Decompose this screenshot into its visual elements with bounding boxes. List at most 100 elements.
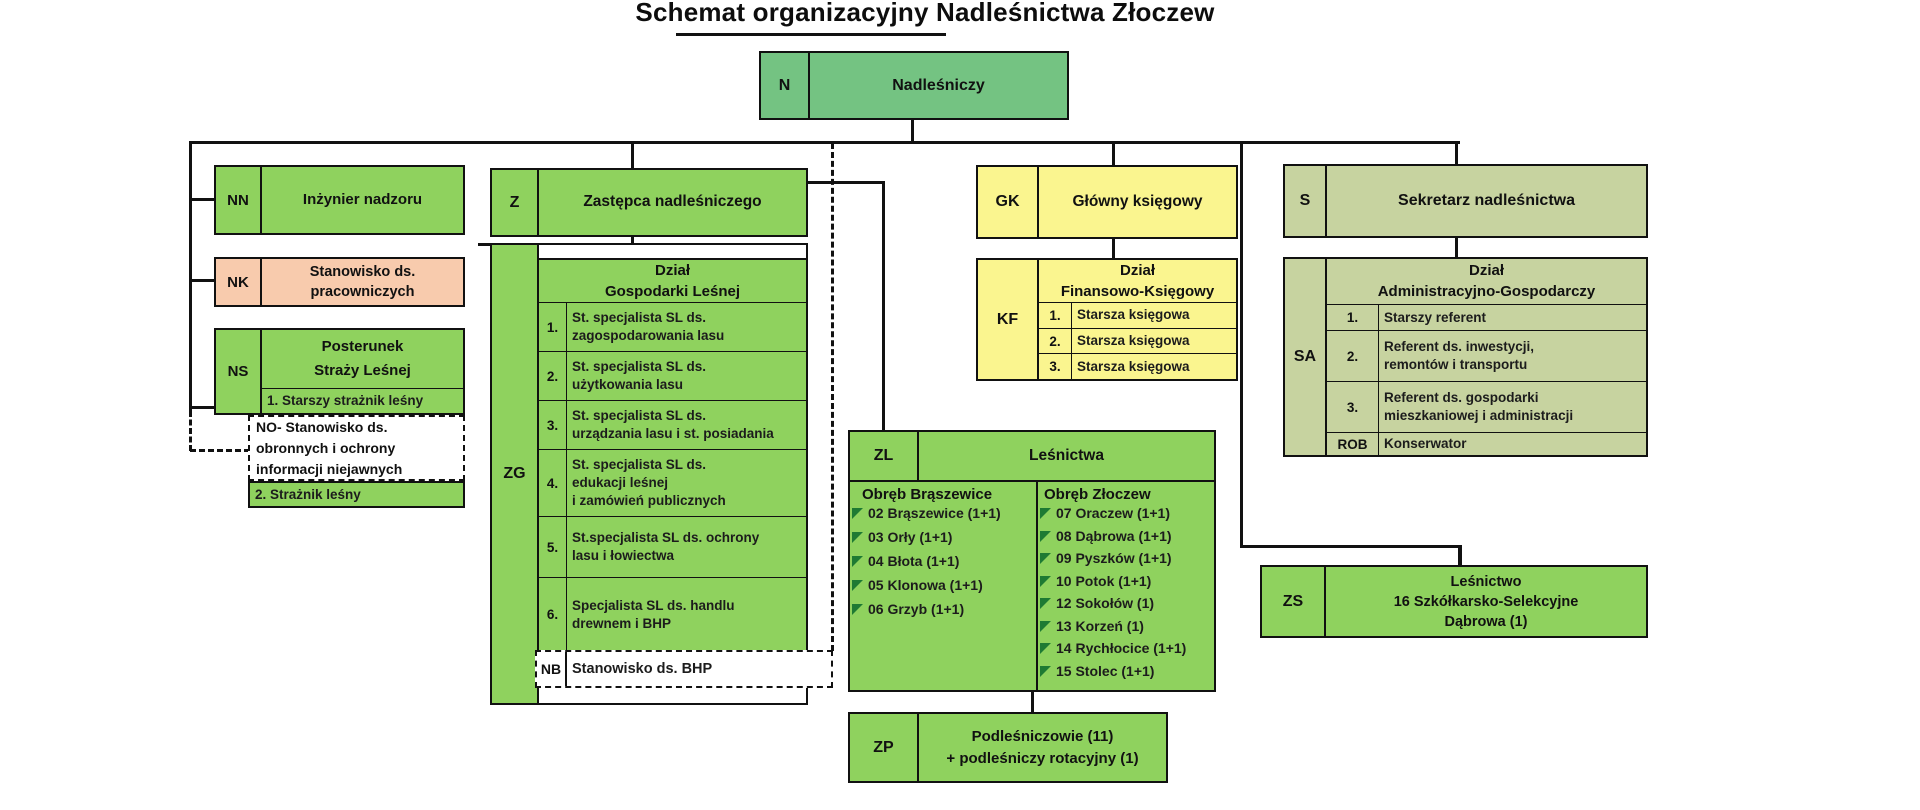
node-lesnictwo-szkolkarsko-selekcyjne: ZS Leśnictwo 16 Szkółkarsko-Selekcyjne D… xyxy=(1260,565,1648,638)
node-title: Sekretarz nadleśnictwa xyxy=(1398,192,1575,210)
connector-no-dashed-vertical xyxy=(189,411,192,451)
connector-nn-stub xyxy=(190,198,216,201)
connector-bhp-dashed-trunk xyxy=(831,143,834,651)
lesnictwo-item: 07 Oraczew (1+1) xyxy=(1038,505,1214,528)
row-text: St. specjalista SL ds.użytkowania lasu xyxy=(572,359,707,392)
node-no-stanowisko-obronne: NO- Stanowisko ds. obronnych i ochrony i… xyxy=(248,415,465,481)
node-stanowisko-pracownicze: NK Stanowisko ds. pracowniczych xyxy=(214,257,465,307)
row-text: Starsza księgowa xyxy=(1077,358,1190,374)
connector-s-sa xyxy=(1455,236,1458,258)
connector-zs-horizontal xyxy=(1240,545,1462,548)
node-glowny-ksiegowy: GK Główny księgowy xyxy=(976,165,1238,239)
lesnictwo-item: 09 Pyszków (1+1) xyxy=(1038,550,1214,573)
row-number: 3. xyxy=(1039,354,1072,380)
table-header-line: Administracyjno-Gospodarczy xyxy=(1377,283,1596,301)
node-code: N xyxy=(761,53,810,118)
flag-icon xyxy=(852,532,863,543)
row-text: Starsza księgowa xyxy=(1077,307,1190,323)
row-text: St. specjalista SL ds.urządzania lasu i … xyxy=(572,408,774,441)
flag-icon xyxy=(852,604,863,615)
table-header-line: Finansowo-Księgowy xyxy=(1060,283,1215,300)
node-code: NK xyxy=(216,259,262,305)
node-header-line: Posterunek xyxy=(321,338,404,355)
node-straznik-lesny-row: 2. Strażnik leśny xyxy=(248,481,465,508)
table-row: ROB Konserwator xyxy=(1327,432,1646,455)
connector-s-top xyxy=(1455,141,1458,165)
lesnictwo-item: 12 Sokołów (1) xyxy=(1038,595,1214,618)
node-title: Leśnictwa xyxy=(1029,446,1104,464)
row-number: 1. xyxy=(1039,303,1072,328)
node-title-line: obronnych i ochrony xyxy=(256,439,396,456)
connector-gk-top xyxy=(1112,141,1115,166)
obreb-braszewice-column: Obręb Brąszewice 02 Brąszewice (1+1) 03 … xyxy=(850,482,1036,690)
node-dzial-gospodarki-lesnej: ZG Dział Gospodarki Leśnej 1. St. specja… xyxy=(490,243,808,705)
flag-icon xyxy=(1040,620,1051,632)
lesnictwo-item: 04 Błota (1+1) xyxy=(850,553,1036,577)
connector-gk-kf xyxy=(1112,238,1115,259)
connector-ns-stub xyxy=(190,406,216,409)
row-text: Starszy referent xyxy=(1384,309,1487,325)
row-text: Konserwator xyxy=(1384,436,1467,451)
node-title-line: Dąbrowa (1) xyxy=(1444,613,1528,630)
node-title-line: NO- Stanowisko ds. xyxy=(256,418,388,435)
node-header-line: Straży Leśnej xyxy=(314,362,411,379)
node-code: ZL xyxy=(850,432,919,480)
lesnictwo-item: 08 Dąbrowa (1+1) xyxy=(1038,528,1214,551)
connector-zl-trunk xyxy=(882,181,885,431)
row-number: 2. xyxy=(539,352,567,400)
connector-zl-zp xyxy=(1031,690,1034,713)
node-lesnictwa: ZL Leśnictwa Obręb Brąszewice 02 Brąszew… xyxy=(848,430,1216,692)
flag-icon xyxy=(1040,530,1051,542)
row-text: St. specjalista SL ds.zagospodarowania l… xyxy=(572,310,725,343)
flag-icon xyxy=(852,556,863,567)
node-title: Podleśniczowie (11) + podleśniczy rotacy… xyxy=(919,714,1166,781)
table-row: 1. Starszy referent xyxy=(1327,303,1646,331)
table-header-line: Dział xyxy=(654,262,690,279)
row-number: 3. xyxy=(1327,382,1379,432)
node-title-line: pracowniczych xyxy=(310,284,415,300)
node-title-line: Podleśniczowie (11) xyxy=(971,727,1114,745)
connector-z-top xyxy=(631,141,634,169)
obreb-name: Obręb Brąszewice xyxy=(862,486,993,503)
node-code: S xyxy=(1285,166,1327,236)
lesnictwo-item: 05 Klonowa (1+1) xyxy=(850,577,1036,601)
node-inzynier-nadzoru: NN Inżynier nadzoru xyxy=(214,165,465,235)
row-number: NB xyxy=(537,652,567,686)
flag-icon xyxy=(1040,665,1051,677)
connector-left-vertical xyxy=(189,141,192,411)
flag-icon xyxy=(852,508,863,519)
connector-zg-top-overhang xyxy=(478,243,492,246)
page-title: Schemat organizacyjny Nadleśnictwa Złocz… xyxy=(635,0,1215,27)
node-title-line: informacji niejawnych xyxy=(256,460,403,477)
node-code: KF xyxy=(978,260,1039,379)
node-code: GK xyxy=(978,167,1039,237)
connector-nk-stub xyxy=(190,279,216,282)
node-code: ZS xyxy=(1262,567,1326,636)
obreb-zloczew-column: Obręb Złoczew 07 Oraczew (1+1) 08 Dąbrow… xyxy=(1036,482,1214,690)
connector-no-dashed-stub xyxy=(190,449,250,452)
table-row: 4. St. specjalista SL ds.edukacji leśnej… xyxy=(539,449,806,516)
node-header: Posterunek Straży Leśnej xyxy=(262,330,463,388)
row-number: ROB xyxy=(1327,433,1379,455)
node-code: SA xyxy=(1285,259,1327,455)
table-header-line: Dział xyxy=(1119,262,1155,279)
lesnictwo-item: 06 Grzyb (1+1) xyxy=(850,601,1036,625)
connector-zs-drop xyxy=(1458,545,1462,566)
table-row: 2. Starsza księgowa xyxy=(1039,327,1236,354)
flag-icon xyxy=(1040,598,1051,609)
table-row: 1. Starsza księgowa xyxy=(1039,302,1236,328)
lesnictwo-item: 02 Brąszewice (1+1) xyxy=(850,505,1036,529)
row-number: 6. xyxy=(539,578,567,651)
row-text: Referent ds. inwestycji,remontów i trans… xyxy=(1384,339,1535,373)
table-header-line: Gospodarki Leśnej xyxy=(604,283,741,300)
node-zastepca-nadlesniczego: Z Zastępca nadleśniczego xyxy=(490,168,808,237)
table-header: Dział Finansowo-Księgowy xyxy=(1039,260,1236,302)
node-code: ZG xyxy=(492,245,539,703)
node-stanowisko-bhp: NB Stanowisko ds. BHP xyxy=(535,650,833,688)
